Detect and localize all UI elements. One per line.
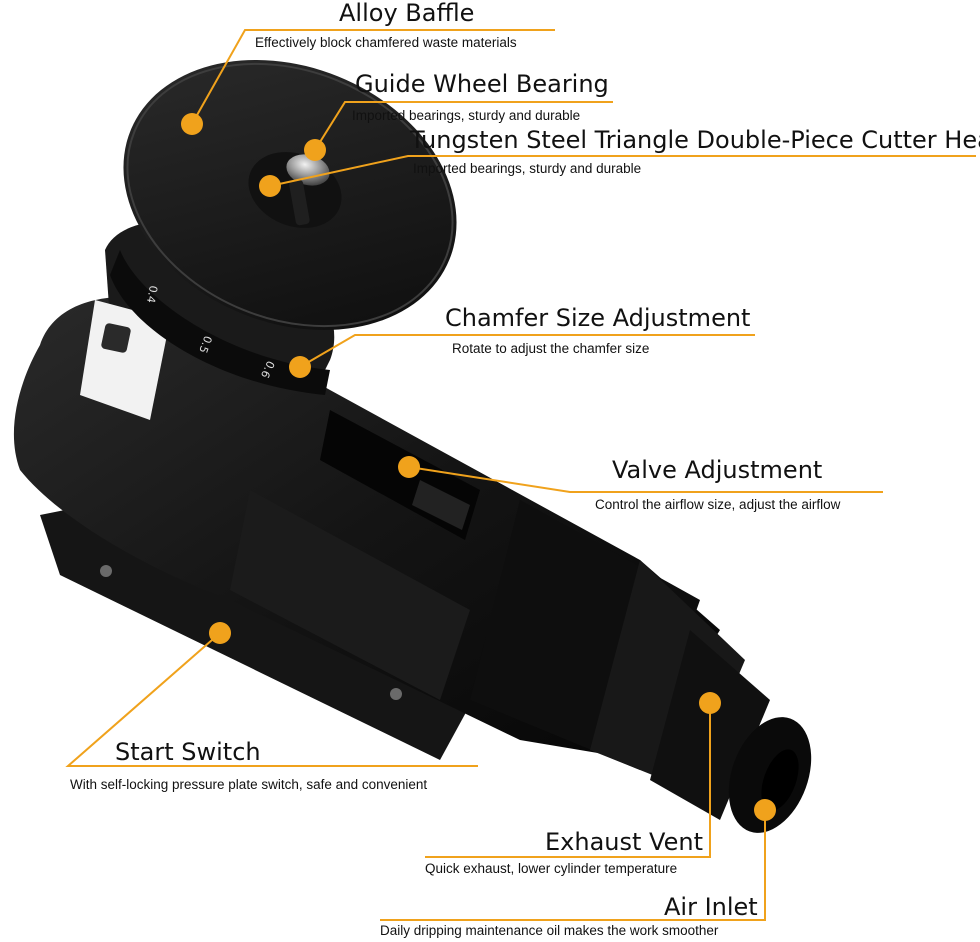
air-inlet-leader-line (380, 810, 766, 921)
alloy-baffle-leader-line (191, 29, 555, 125)
valve-adjustment-leader-line (408, 466, 883, 493)
callout-leaders (65, 29, 976, 921)
valve-adjustment-marker-dot (398, 456, 420, 478)
guide-wheel-bearing-marker-dot (304, 139, 326, 161)
chamfer-size-adjustment-desc: Rotate to adjust the chamfer size (452, 341, 650, 356)
guide-wheel-bearing-title: Guide Wheel Bearing (355, 70, 609, 98)
start-switch-plate (40, 505, 470, 760)
start-switch-desc: With self-locking pressure plate switch,… (70, 777, 428, 792)
chamfer-size-adjustment-marker-dot (289, 356, 311, 378)
exhaust-vent-desc: Quick exhaust, lower cylinder temperatur… (425, 861, 678, 876)
exhaust-vent-leader-line (425, 703, 711, 858)
cutter-head-title: Tungsten Steel Triangle Double-Piece Cut… (410, 126, 980, 154)
exhaust-vent-title: Exhaust Vent (545, 828, 703, 856)
air-inlet-title: Air Inlet (664, 893, 758, 921)
dial-mark: 0.5 (196, 334, 214, 355)
start-switch-title: Start Switch (115, 738, 261, 766)
plate-rivet (390, 688, 402, 700)
chamfer-dial-ring (110, 250, 330, 395)
guide-wheel-bearing-leader-line (314, 101, 613, 151)
brand-logo-icon (101, 323, 131, 353)
air-inlet-marker-dot (754, 799, 776, 821)
valve-adjustment-title: Valve Adjustment (612, 456, 823, 484)
guide-wheel-bearing (286, 154, 330, 186)
cutter-shaft (289, 179, 310, 226)
air-inlet-bore (761, 749, 799, 811)
valve-adjustment-desc: Control the airflow size, adjust the air… (595, 497, 841, 512)
start-switch-marker-dot (209, 622, 231, 644)
valve-knob (412, 480, 470, 530)
cutter-head-desc: Imported bearings, sturdy and durable (413, 161, 642, 176)
cutter-head-leader-line (269, 155, 976, 187)
plate-rivet (100, 565, 112, 577)
brand-label (80, 300, 170, 420)
cutter-head-marker-dot (259, 175, 281, 197)
exhaust-vent-marker-dot (699, 692, 721, 714)
grip (230, 490, 470, 700)
alloy-baffle-desc: Effectively block chamfered waste materi… (255, 35, 517, 50)
chamfer-size-adjustment-leader-line (299, 334, 755, 368)
chamfer-size-adjustment-title: Chamfer Size Adjustment (445, 304, 751, 332)
alloy-baffle-marker-dot (181, 113, 203, 135)
dial-mark: 0.4 (144, 284, 160, 303)
air-inlet-desc: Daily dripping maintenance oil makes the… (380, 923, 719, 938)
baffle-rim-highlight (126, 62, 454, 328)
alloy-baffle-title: Alloy Baffle (339, 0, 475, 27)
guide-wheel-bearing-desc: Imported bearings, sturdy and durable (352, 108, 581, 123)
start-switch-leader-line (65, 632, 478, 767)
